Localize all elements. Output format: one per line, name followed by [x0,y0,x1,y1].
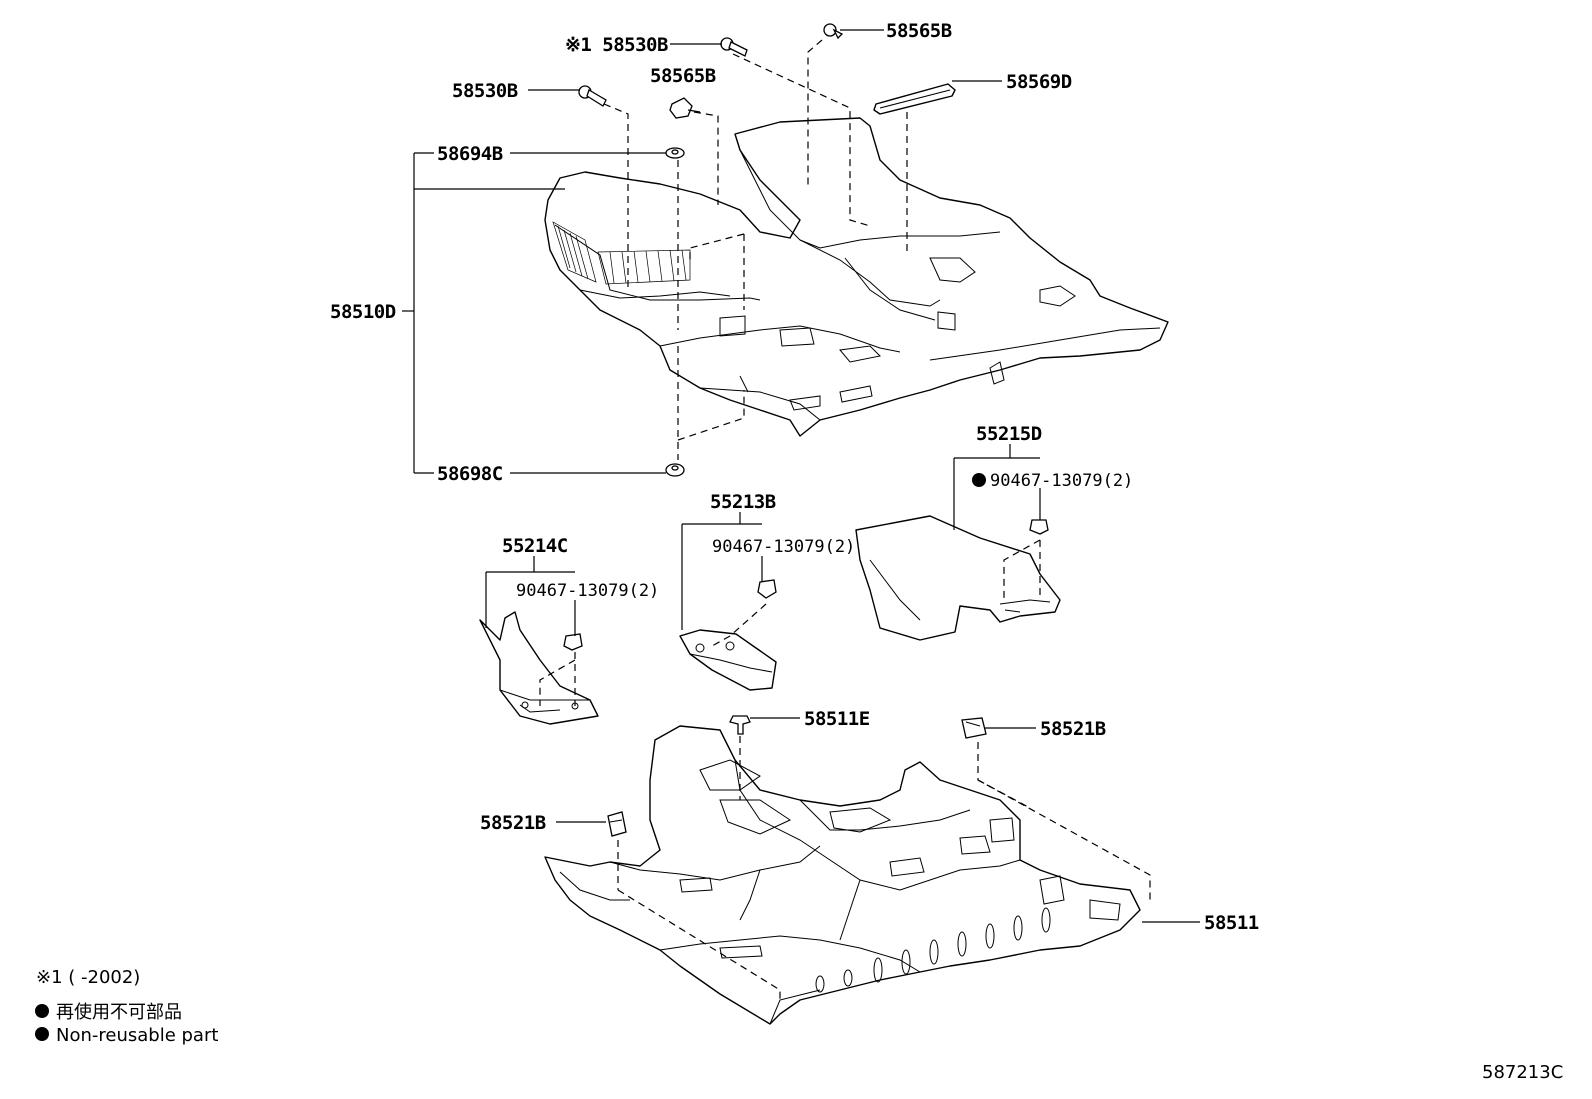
footnote-1: ※1 ( -2002) [36,967,140,988]
nonreusable-dot [972,473,986,487]
bullet-jp [35,1004,49,1018]
floor-carpet-assembly [544,117,1169,437]
label-58530B-note: ※1 58530B [565,34,668,56]
assembly-dashed-lines [539,39,1151,1000]
label-58521B-left: 58521B [480,812,546,834]
label-58569D: 58569D [1006,71,1072,93]
label-55215D-clip: 90467-13079(2) [990,471,1133,491]
diagram-id: 587213C [1482,1062,1563,1083]
label-58565B-top: 58565B [886,20,952,42]
label-58511: 58511 [1204,912,1259,934]
label-58521B-right: 58521B [1040,718,1106,740]
label-55214C: 55214C [502,535,568,557]
hardware-bolts [563,23,1049,837]
rail-58569D [873,83,956,115]
nonreusable-jp: 再使用不可部品 [56,1002,182,1023]
nonreusable-en: Non-reusable part [56,1025,218,1046]
label-58694B: 58694B [437,143,503,165]
leader-lines [402,29,1200,923]
label-58510D: 58510D [330,301,396,323]
floor-silencer-pad [544,725,1141,1025]
label-55213B-clip: 90467-13079(2) [712,537,855,557]
legend-notes: ※1 ( -2002) 再使用不可部品 Non-reusable part 58… [35,967,1563,1083]
pad-55213B [679,629,777,691]
label-55215D: 55215D [976,423,1042,445]
label-55213B: 55213B [710,491,776,513]
label-55214C-clip: 90467-13079(2) [516,581,659,601]
bullet-en [35,1027,49,1041]
label-58698C: 58698C [437,463,503,485]
label-58511E: 58511E [804,708,870,730]
label-58530B: 58530B [452,80,518,102]
pad-55215D [855,515,1061,641]
label-58565B: 58565B [650,65,716,87]
callout-labels: 58565B ※1 58530B 58569D 58565B 58530B 58… [330,20,1259,934]
pad-55214C [479,611,599,725]
